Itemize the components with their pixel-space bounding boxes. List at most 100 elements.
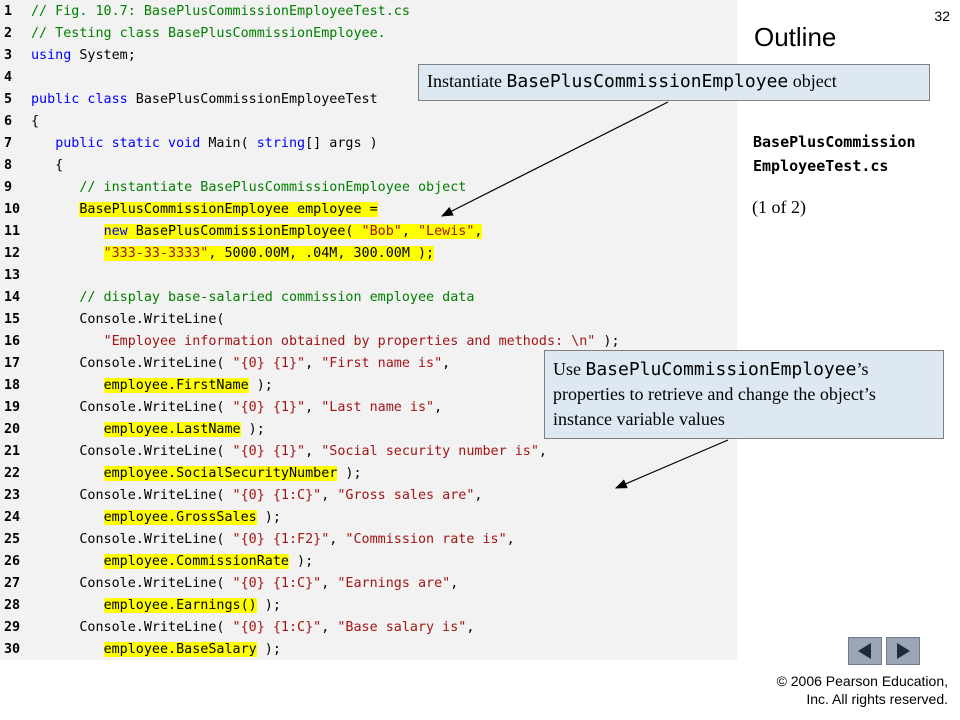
line-number: 15	[4, 312, 21, 327]
code-token: "{0} {1:C}"	[232, 576, 322, 591]
code-token: ,	[305, 400, 322, 415]
code-text: employee.GrossSales );	[31, 506, 281, 530]
highlighted-code: employee.BaseSalary	[103, 642, 257, 657]
code-token: "Earnings are"	[337, 576, 451, 591]
code-token: public class	[31, 92, 128, 107]
code-token: {	[31, 114, 40, 129]
line-number: 18	[4, 378, 21, 393]
line-number: 14	[4, 290, 21, 305]
code-token: {	[31, 158, 64, 173]
code-text: Console.WriteLine( "{0} {1:F2}", "Commis…	[31, 528, 515, 552]
highlighted-code: employee.LastName	[103, 422, 241, 437]
code-token: );	[337, 466, 362, 481]
callout-instantiate: Instantiate BasePlusCommissionEmployee o…	[418, 64, 930, 101]
code-text: employee.SocialSecurityNumber );	[31, 462, 362, 486]
previous-slide-button[interactable]	[848, 637, 882, 665]
highlighted-code: BasePlusCommissionEmployee(	[127, 224, 362, 239]
highlighted-code: employee.FirstName	[103, 378, 249, 393]
code-token: );	[595, 334, 620, 349]
code-token: "{0} {1:F2}"	[232, 532, 330, 547]
callout-instantiate-suffix: object	[788, 71, 837, 91]
callout-instantiate-code: BasePlusCommissionEmployee	[506, 71, 789, 92]
code-token: Main(	[200, 136, 257, 151]
callout-properties: Use BasePluCommissionEmployee’s properti…	[544, 350, 944, 439]
line-number: 10	[4, 202, 21, 217]
code-text: {	[31, 110, 39, 134]
code-text: // instantiate BasePlusCommissionEmploye…	[31, 176, 466, 200]
line-number: 21	[4, 444, 21, 459]
code-text: Console.WriteLine( "{0} {1:C}", "Base sa…	[31, 616, 474, 640]
code-text: Console.WriteLine( "{0} {1:C}", "Earning…	[31, 572, 458, 596]
arrow-to-line-11	[440, 101, 669, 217]
code-token: );	[256, 510, 281, 525]
code-token: // Fig. 10.7: BasePlusCommissionEmployee…	[31, 4, 410, 19]
callout-instantiate-prefix: Instantiate	[427, 71, 507, 91]
code-token: ,	[506, 532, 515, 547]
code-token: BasePlusCommissionEmployeeTest	[127, 92, 378, 107]
code-token: ,	[466, 620, 475, 635]
code-text: new BasePlusCommissionEmployee( "Bob", "…	[31, 220, 483, 244]
highlighted-code: employee.Earnings()	[103, 598, 257, 613]
code-token: public static void	[55, 136, 201, 151]
code-text: Console.WriteLine( "{0} {1}", "Last name…	[31, 396, 442, 420]
highlighted-code: ,	[474, 224, 483, 239]
next-slide-button[interactable]	[886, 637, 920, 665]
line-number: 17	[4, 356, 21, 371]
code-text: using System;	[31, 44, 136, 68]
code-text: "333-33-3333", 5000.00M, .04M, 300.00M )…	[31, 242, 435, 266]
code-token: ,	[321, 576, 338, 591]
code-token: );	[256, 598, 281, 613]
code-token: Console.WriteLine(	[31, 620, 233, 635]
line-number: 6	[4, 114, 13, 129]
highlighted-code: ,	[401, 224, 418, 239]
line-number: 30	[4, 642, 21, 657]
line-number: 29	[4, 620, 21, 635]
line-number: 24	[4, 510, 21, 525]
line-number: 26	[4, 554, 21, 569]
line-number: 22	[4, 466, 21, 481]
code-text: Console.WriteLine( "{0} {1:C}", "Gross s…	[31, 484, 482, 508]
copyright-line-1: © 2006 Pearson Education,	[776, 673, 948, 689]
line-number: 20	[4, 422, 21, 437]
code-token: // Testing class BasePlusCommissionEmplo…	[31, 26, 386, 41]
highlighted-code: "Bob"	[361, 224, 402, 239]
line-number: 7	[4, 136, 13, 151]
code-text: public static void Main( string[] args )	[31, 132, 378, 156]
code-token: "{0} {1}"	[232, 444, 306, 459]
code-token: "Employee information obtained by proper…	[103, 334, 596, 349]
code-token: Console.WriteLine(	[31, 312, 225, 327]
copyright: © 2006 Pearson Education, Inc. All right…	[777, 672, 948, 708]
highlighted-code: new	[103, 224, 128, 239]
code-token: Console.WriteLine(	[31, 576, 233, 591]
code-token: ,	[450, 576, 459, 591]
code-token: ,	[305, 356, 322, 371]
code-token: System;	[71, 48, 136, 63]
highlighted-code: employee.CommissionRate	[103, 554, 289, 569]
code-token: "Last name is"	[321, 400, 435, 415]
line-number: 3	[4, 48, 13, 63]
code-token: "Social security number is"	[321, 444, 539, 459]
code-token: ,	[434, 400, 443, 415]
code-token: ,	[538, 444, 547, 459]
code-token: Console.WriteLine(	[31, 488, 233, 503]
triangle-right-icon	[897, 643, 910, 659]
highlighted-code: "Lewis"	[417, 224, 475, 239]
code-token: Console.WriteLine(	[31, 532, 233, 547]
line-number: 25	[4, 532, 21, 547]
line-number: 2	[4, 26, 13, 41]
code-token: );	[289, 554, 314, 569]
highlighted-code: , 5000.00M, .04M, 300.00M );	[208, 246, 435, 261]
highlighted-code: "333-33-3333"	[103, 246, 209, 261]
line-number: 13	[4, 268, 21, 283]
outline-title: Outline	[754, 22, 837, 52]
line-number: 27	[4, 576, 21, 591]
code-text: employee.FirstName );	[31, 374, 273, 398]
arrow-to-line-23	[614, 439, 729, 489]
code-token: Console.WriteLine(	[31, 356, 233, 371]
file-name: BasePlusCommission EmployeeTest.cs	[753, 130, 916, 178]
line-number: 19	[4, 400, 21, 415]
code-text: // Testing class BasePlusCommissionEmplo…	[31, 22, 386, 46]
code-token: "First name is"	[321, 356, 443, 371]
file-name-line-1: BasePlusCommission	[753, 133, 916, 151]
line-number: 8	[4, 158, 13, 173]
